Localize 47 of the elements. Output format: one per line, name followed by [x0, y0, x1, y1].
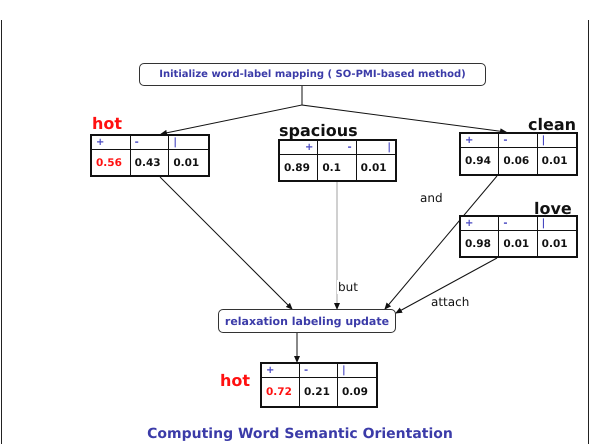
- score-cell: 0.43: [130, 150, 170, 175]
- score-cell: 0.56: [92, 150, 131, 175]
- word-label: hot: [92, 116, 122, 132]
- score-cell: 0.72: [262, 378, 300, 406]
- score-cell: 0.94: [461, 148, 500, 174]
- word-label: love: [534, 201, 572, 217]
- label-header-cell: +: [92, 136, 131, 150]
- label-header-cell: +: [262, 364, 300, 378]
- arrow: [294, 332, 300, 363]
- label-header-cell: -: [130, 136, 170, 150]
- process-box: relaxation labeling update: [218, 309, 396, 333]
- arrow: [302, 86, 507, 134]
- arrow: [384, 176, 498, 310]
- label-header-cell: -: [300, 364, 338, 378]
- score-cell: 0.1: [318, 155, 357, 180]
- score-cell: 0.98: [461, 231, 500, 256]
- score-cell-text: 0.01: [540, 236, 569, 252]
- score-cell: 0.06: [499, 148, 538, 174]
- edge-label: attach: [430, 295, 470, 309]
- label-header-cell: |: [338, 364, 376, 378]
- arrow: [334, 182, 340, 310]
- label-header-cell: |: [538, 134, 576, 148]
- score-cell-text: 0.01: [172, 156, 200, 170]
- edge-label: but: [337, 280, 359, 294]
- label-header-cell: |: [538, 217, 576, 231]
- label-header-cell: -: [499, 217, 538, 231]
- label-header-cell: +: [461, 134, 500, 148]
- arrow: [395, 258, 498, 314]
- caption: Computing Word Semantic Orientation: [146, 426, 454, 442]
- edge-label: and: [419, 191, 444, 205]
- score-cell-text: 0.01: [360, 160, 388, 176]
- label-header-cell: |: [169, 136, 208, 150]
- word-label: hot: [220, 373, 250, 389]
- score-cell: 0.01: [499, 231, 538, 256]
- score-cell-text: 0.01: [540, 154, 569, 169]
- label-header-cell: -: [499, 134, 538, 148]
- label-header-cell: -: [318, 141, 357, 155]
- score-cell: 0.21: [300, 378, 338, 406]
- label-header-cell: +: [280, 141, 318, 155]
- score-cell-text: 0.09: [341, 385, 369, 400]
- process-box: Initialize word-label mapping ( SO-PMI-based method): [139, 63, 486, 86]
- label-header-cell: |: [356, 141, 395, 155]
- score-cell: 0.89: [280, 155, 318, 180]
- word-label: clean: [528, 117, 576, 133]
- arrow: [160, 176, 293, 310]
- word-label: spacious: [279, 123, 358, 139]
- label-header-cell: +: [461, 217, 500, 231]
